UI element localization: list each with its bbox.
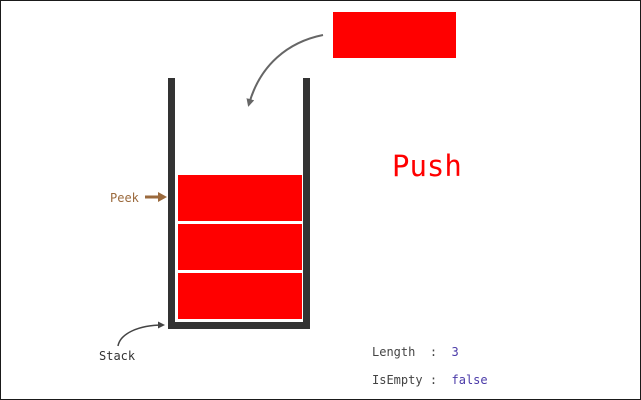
length-separator: : [429,345,438,359]
is-empty-row: IsEmpty : false [372,374,488,386]
stack-label: Stack [99,349,136,363]
length-key: Length [372,345,416,359]
incoming-stack-item [333,12,456,58]
peek-label: Peek [110,191,139,205]
is-empty-key: IsEmpty [372,373,423,387]
stack-right-wall [303,78,310,329]
operation-title: Push [392,149,462,183]
length-value: 3 [451,345,459,359]
stack-left-wall [168,78,175,329]
stack-item-middle [178,224,302,270]
is-empty-separator: : [429,373,438,387]
is-empty-value: false [451,373,488,387]
length-row: Length : 3 [372,346,459,358]
stack-item-top [178,175,302,221]
stack-item-bottom [178,273,302,319]
stack-floor [168,322,310,329]
